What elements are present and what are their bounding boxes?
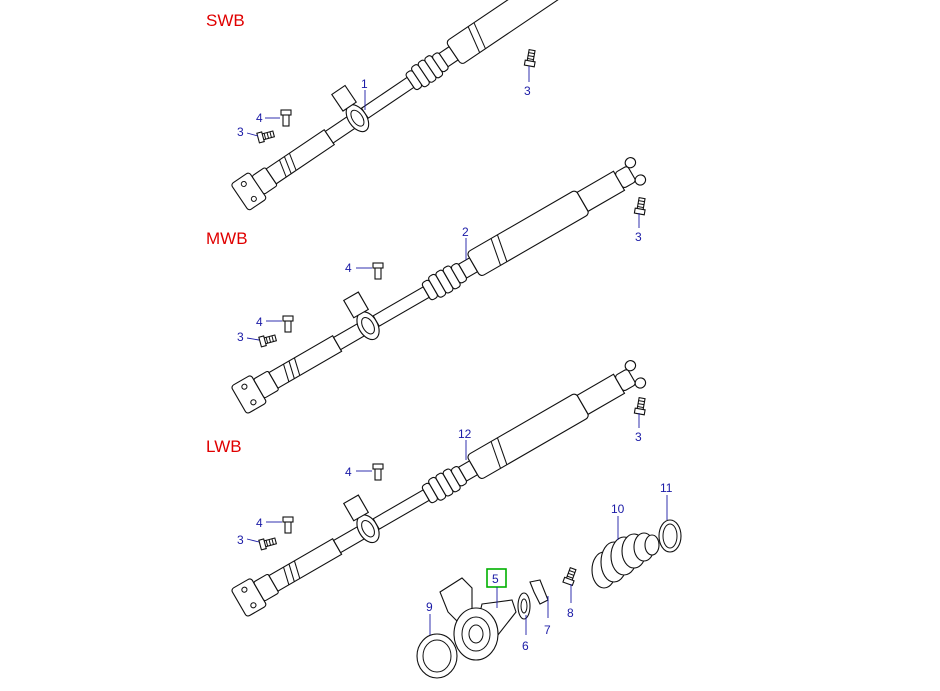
detail-bolt-part[interactable] bbox=[562, 566, 579, 587]
detail-parts: 9 5 6 7 8 bbox=[416, 481, 682, 679]
variant-mwb: MWB 3 2 4 4 3 bbox=[206, 138, 649, 415]
callout-lwb-nut-upper: 4 bbox=[345, 465, 352, 479]
bracket-bolt-lwb-lower[interactable] bbox=[282, 516, 294, 534]
bolt-lwb-front[interactable] bbox=[258, 535, 278, 551]
variant-swb: SWB 3 1 4 3 bbox=[206, 0, 615, 212]
washer-part[interactable] bbox=[517, 592, 531, 620]
callout-mwb-shaft: 2 bbox=[462, 225, 469, 239]
callout-swb-nut: 4 bbox=[256, 111, 263, 125]
callout-support-bearing: 5 bbox=[492, 572, 499, 586]
callout-detail-bolt: 8 bbox=[567, 606, 574, 620]
callout-mwb-bolt-front: 3 bbox=[237, 330, 244, 344]
highlight-box bbox=[486, 568, 507, 588]
bracket-bolt-swb[interactable] bbox=[280, 109, 292, 127]
support-bearing-part[interactable] bbox=[439, 577, 517, 661]
callout-clamp: 11 bbox=[660, 481, 673, 495]
callout-seal: 9 bbox=[426, 600, 433, 614]
callout-mwb-nut-lower: 4 bbox=[256, 315, 263, 329]
callout-washer: 6 bbox=[522, 639, 529, 653]
bolt-swb-front[interactable] bbox=[256, 128, 276, 144]
callout-clip: 7 bbox=[544, 623, 551, 637]
variant-label-lwb: LWB bbox=[206, 437, 242, 456]
bolt-mwb-front[interactable] bbox=[258, 332, 278, 348]
bolt-lwb-rear[interactable] bbox=[633, 396, 648, 416]
bracket-bolt-lwb-upper[interactable] bbox=[372, 463, 384, 481]
variant-lwb: LWB 3 12 4 4 3 bbox=[206, 341, 649, 618]
variant-label-mwb: MWB bbox=[206, 229, 248, 248]
gaiter-part[interactable] bbox=[591, 532, 660, 589]
seal-part[interactable] bbox=[416, 633, 458, 679]
variant-label-swb: SWB bbox=[206, 11, 245, 30]
clip-part[interactable] bbox=[529, 579, 549, 605]
bracket-bolt-mwb-lower[interactable] bbox=[282, 315, 294, 333]
shaft-swb[interactable] bbox=[220, 0, 615, 212]
callout-gaiter: 10 bbox=[611, 502, 625, 516]
callout-mwb-bolt-rear: 3 bbox=[635, 230, 642, 244]
callout-lwb-nut-lower: 4 bbox=[256, 516, 263, 530]
bolt-mwb-rear[interactable] bbox=[633, 196, 648, 216]
callout-lwb-bolt-rear: 3 bbox=[635, 430, 642, 444]
callout-lwb-bolt-front: 3 bbox=[237, 533, 244, 547]
bracket-bolt-mwb-upper[interactable] bbox=[372, 262, 384, 280]
shaft-mwb[interactable] bbox=[221, 138, 649, 415]
callout-swb-bolt-rear: 3 bbox=[524, 84, 531, 98]
callout-lwb-shaft: 12 bbox=[458, 427, 472, 441]
callout-swb-shaft: 1 bbox=[361, 77, 368, 91]
callout-mwb-nut-upper: 4 bbox=[345, 261, 352, 275]
callout-swb-bolt-front: 3 bbox=[237, 125, 244, 139]
clamp-part[interactable] bbox=[658, 519, 682, 553]
bolt-swb-rear[interactable] bbox=[523, 48, 538, 68]
